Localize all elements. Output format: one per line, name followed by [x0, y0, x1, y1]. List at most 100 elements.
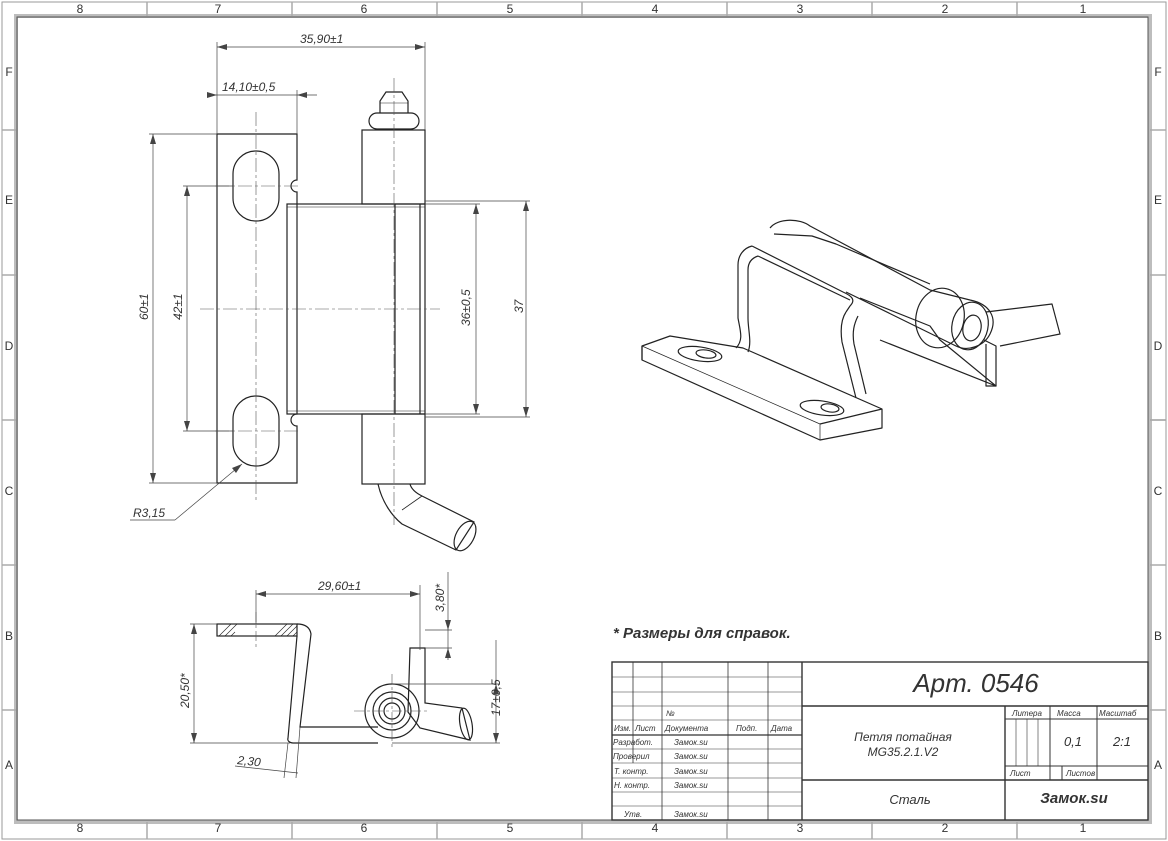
zone-col-7-bottom: 7: [215, 821, 222, 835]
material: Сталь: [889, 792, 930, 807]
dim-slot-spacing: 42±1: [171, 293, 185, 320]
lower-knuckle: [361, 413, 426, 485]
name-tech-control: Замок.su: [674, 767, 708, 776]
iso-knuckle-end: [915, 287, 965, 349]
zone-col-4-bottom: 4: [652, 821, 659, 835]
zone-col-1-bottom: 1: [1080, 821, 1087, 835]
iso-slot-right: [799, 399, 845, 417]
spring-arm: [377, 483, 475, 551]
front-dimensions: [130, 42, 530, 521]
col-list: Лист: [634, 724, 656, 733]
zone-col-7: 7: [215, 2, 222, 16]
col-sign: Подп.: [736, 724, 757, 733]
zone-row-c-right: C: [1154, 484, 1163, 498]
dim-sheet-thickness: 2,30: [236, 753, 262, 770]
mass-label: Масса: [1057, 709, 1081, 718]
spring-arm-bottom: [407, 647, 471, 741]
zone-row-d: D: [5, 339, 14, 353]
zone-row-a: A: [5, 758, 13, 772]
bottom-view: [216, 623, 474, 744]
dim-overall-width: 35,90±1: [300, 32, 343, 46]
zone-row-b-right: B: [1154, 629, 1162, 643]
col-date: Дата: [770, 724, 793, 733]
bottom-dimensions: [190, 572, 500, 779]
front-centerlines: [200, 78, 440, 525]
zone-col-5-bottom: 5: [507, 821, 514, 835]
zone-labels-top: 8 7 6 5 4 3 2 1: [77, 2, 1087, 16]
zone-row-a-right: A: [1154, 758, 1162, 772]
iso-knuckle: [769, 219, 994, 349]
isometric-view: [641, 219, 1061, 441]
zone-col-4: 4: [652, 2, 659, 16]
inner-frame: [14, 14, 1152, 824]
plate-section: [216, 623, 298, 637]
dim-leaf-height: 36±0,5: [459, 289, 473, 326]
zone-row-f-right: F: [1154, 65, 1161, 79]
zone-col-2: 2: [942, 2, 949, 16]
zone-col-5: 5: [507, 2, 514, 16]
sheet-label: Лист: [1009, 769, 1031, 778]
scale-value: 2:1: [1112, 734, 1131, 749]
bent-leaf: [296, 623, 378, 728]
zone-col-6-bottom: 6: [361, 821, 368, 835]
name-norm-control: Замок.su: [674, 781, 708, 790]
zone-col-8-bottom: 8: [77, 821, 84, 835]
front-view: [216, 91, 477, 552]
iso-slot-left: [677, 345, 723, 363]
dim-radius: R3,15: [133, 506, 165, 520]
zone-col-3-bottom: 3: [797, 821, 804, 835]
iso-drop: [840, 311, 857, 399]
iso-top-leaf: [751, 245, 854, 313]
zone-row-e: E: [5, 193, 13, 207]
iso-base-plate: [641, 335, 883, 441]
part-name-line2: MG35.2.1.V2: [868, 745, 939, 759]
role-norm-control: Н. контр.: [614, 781, 650, 790]
drawing-border: [16, 16, 1149, 821]
front-dim-arrows: [150, 44, 529, 483]
upper-knuckle: [361, 129, 426, 205]
sheets-label: Листов: [1065, 769, 1095, 778]
scale-label: Масштаб: [1099, 709, 1137, 718]
article-number: Арт. 0546: [911, 668, 1039, 698]
dim-thickness: 3,80*: [433, 584, 447, 612]
dim-leaf-height-total: 37: [512, 298, 526, 313]
zone-row-f: F: [5, 65, 12, 79]
iso-web: [735, 245, 753, 349]
dim-plate-width: 14,10±0,5: [222, 80, 276, 94]
zone-labels-bottom: 8 7 6 5 4 3 2 1: [77, 821, 1087, 835]
zone-row-b: B: [5, 629, 13, 643]
role-developer: Разработ.: [613, 738, 653, 747]
col-izm: Изм.: [614, 724, 631, 733]
dim-offset-height: 20,50*: [178, 673, 192, 709]
title-block: [611, 661, 1149, 821]
dim-pin-offset: 17±0,5: [489, 679, 503, 716]
zone-col-8: 8: [77, 2, 84, 16]
col-num: №: [666, 709, 675, 718]
role-approved: Утв.: [623, 810, 642, 819]
zone-col-6: 6: [361, 2, 368, 16]
role-checker: Проверил: [613, 752, 650, 761]
zone-row-e-right: E: [1154, 193, 1162, 207]
mass-value: 0,1: [1064, 734, 1082, 749]
dim-plate-height: 60±1: [137, 293, 151, 320]
section-hatch: [218, 623, 298, 637]
name-approved: Замок.su: [674, 810, 708, 819]
name-checker: Замок.su: [674, 752, 708, 761]
zone-col-1: 1: [1080, 2, 1087, 16]
name-developer: Замок.su: [674, 738, 708, 747]
zone-labels-left: F E D C B A: [5, 65, 14, 772]
role-tech-control: Т. контр.: [614, 767, 649, 776]
iso-spring-arm: [985, 303, 1061, 347]
dim-offset-length: 29,60±1: [317, 579, 361, 593]
part-name-line1: Петля потайная: [854, 730, 952, 744]
litera-label: Литера: [1011, 709, 1042, 718]
zone-col-3: 3: [797, 2, 804, 16]
zone-row-d-right: D: [1154, 339, 1163, 353]
col-document: Документа: [664, 724, 709, 733]
company-name: Замок.su: [1040, 790, 1108, 807]
zone-labels-right: F E D C B A: [1154, 65, 1163, 772]
bottom-dim-arrows: [191, 591, 499, 743]
